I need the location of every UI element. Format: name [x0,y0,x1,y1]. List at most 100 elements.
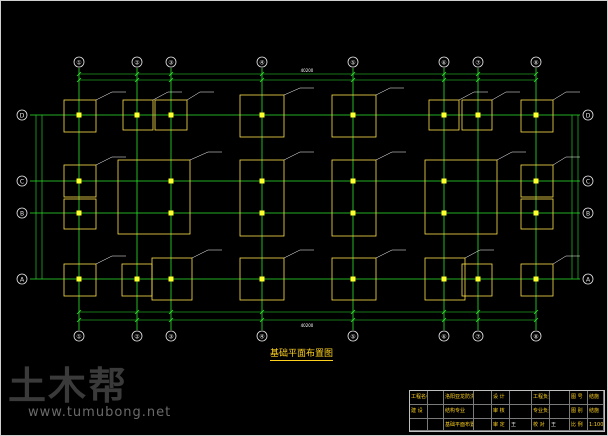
footing-outline [63,198,97,230]
annotation-leader [95,91,113,101]
annotation-leader [95,255,113,265]
column [441,276,447,282]
title-block-cell: 工程负责人 [532,391,550,405]
column [76,178,82,184]
axis-label-C: C [20,179,24,186]
title-block-cell: 结施 [588,405,604,419]
axis-bubble-8 [530,330,542,342]
title-block-cell: 审 核 [492,405,510,419]
axis-bubble-B [16,207,28,219]
annotation-leader [152,91,169,101]
footing-outline [428,99,460,131]
axis-bubble-2 [131,330,143,342]
column [350,210,356,216]
axis-label-6: ⑥ [441,334,446,341]
annotation-leader [95,156,113,166]
title-block-cell: 结构专业 [444,405,474,419]
axis-bubble-6 [438,56,450,68]
column [168,276,174,282]
footing-outline [424,257,466,301]
title-block-cell [474,419,492,431]
column [441,112,447,118]
title-block-cell: 设 计 [492,391,510,405]
footing-outline [331,94,377,138]
column [441,210,447,216]
annotation-leader [191,249,209,259]
footing-outline [239,159,285,237]
axis-bubble-B [582,207,594,219]
footing-outline [239,257,285,301]
column [533,276,539,282]
axis-label-5: ⑤ [350,334,355,341]
annotation-leader [458,91,475,101]
title-block-cell [510,391,532,405]
footing-outline [520,99,554,133]
title-block-cell: 图 别 [570,405,588,419]
footing-outline [151,257,193,301]
column [76,276,82,282]
title-block-cell: 基础平面布置图 [444,419,474,431]
annotation-leader [283,87,301,96]
axis-bubble-C [582,175,594,187]
axis-label-2: ② [134,334,140,341]
annotation-leader [283,249,301,259]
annotation-leader [283,151,301,161]
footing-outline [461,99,493,131]
column [475,276,481,282]
title-block-cell: 洛阳亚龙防洪规划 [444,391,474,405]
axis-label-C: C [586,179,590,186]
footing-outline [461,263,493,297]
watermark-logo: 土木帮 [8,363,129,408]
column [168,210,174,216]
footing-outline [154,99,188,131]
axis-label-1: ① [76,60,81,67]
axis-label-D: D [586,113,591,120]
plan-title: 基础平面布置图 [270,346,334,361]
axis-label-6: ⑥ [441,60,446,67]
axis-label-3: ③ [168,60,173,67]
footing-outline [117,159,191,235]
column [350,112,356,118]
footing-outline [520,198,554,230]
annotation-leader [186,91,201,101]
axis-bubble-1 [73,56,85,68]
annotation-leader [464,249,481,259]
column [259,210,265,216]
axis-bubble-8 [530,56,542,68]
annotation-leader [552,91,567,101]
axis-label-8: ⑧ [533,334,538,341]
axis-bubble-4 [256,330,268,342]
axis-label-7: ⑦ [475,334,481,341]
annotation-leader [496,151,513,161]
axis-bubble-2 [131,56,143,68]
title-block-cell: 结施 [588,391,604,405]
column [259,178,265,184]
axis-label-1: ① [76,334,81,341]
footing-outline [424,159,498,235]
footing-outline [520,263,554,297]
axis-bubble-7 [472,330,484,342]
title-block-cell: 审 定 [492,419,510,431]
column [475,112,481,118]
axis-bubble-3 [165,56,177,68]
title-block-cell [510,405,532,419]
annotation-leader [491,91,507,101]
column [533,210,539,216]
axis-bubble-3 [165,330,177,342]
title-block-cell [410,419,428,431]
title-block-cell: 图 号 [570,391,588,405]
axis-label-4: ④ [259,60,264,67]
title-block-cell [428,405,444,419]
column [441,178,447,184]
title-block-cell: 比 例 [570,419,588,431]
title-block-cell [474,405,492,419]
title-block-cell: 建 设 [410,405,428,419]
title-block-cell [550,391,570,405]
watermark-website: www.tumubong.net [28,405,172,420]
column [533,112,539,118]
axis-label-D: D [20,113,25,120]
axis-bubble-5 [347,330,359,342]
title-block-cell: 工程名称 [410,391,428,405]
